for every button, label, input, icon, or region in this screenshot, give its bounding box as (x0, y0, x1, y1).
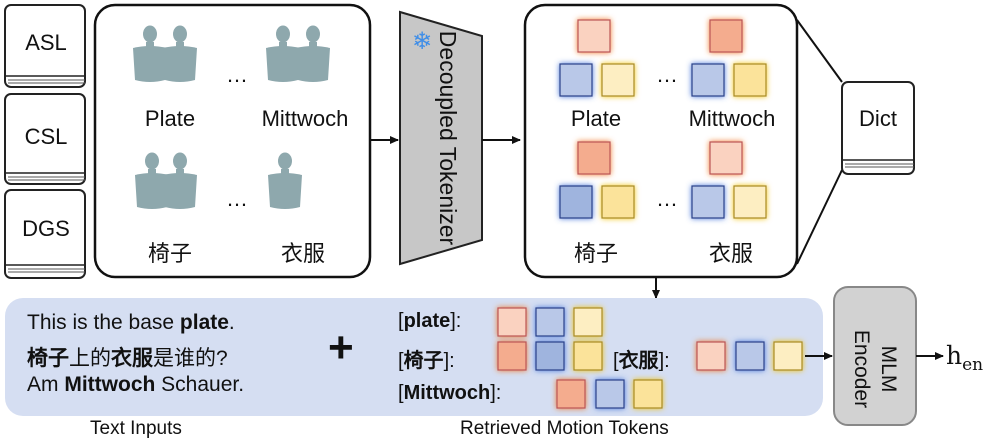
zoom-line-top (796, 19, 843, 83)
book-csl (4, 93, 86, 185)
tokenizer-block (399, 10, 483, 266)
token-cluster-mittwoch (691, 19, 767, 97)
token-word-plate: Plate (570, 106, 622, 131)
sign-word-clothes: 衣服 (280, 241, 325, 266)
retrieved-label-mittwoch: [Mittwoch]: (398, 382, 502, 404)
token-cluster-plate (559, 19, 635, 97)
token-word-mittwoch: Mittwoch (688, 106, 776, 131)
text-input-line-en: This is the base plate. (27, 311, 235, 334)
token-panel (523, 3, 799, 279)
text-inputs-caption: Text Inputs (90, 418, 182, 439)
sign-word-chair: 椅子 (147, 241, 192, 266)
retrieved-tokens-mittwoch (556, 379, 663, 409)
token-word-chair: 椅子 (573, 241, 618, 266)
book-label-csl: CSL (24, 124, 68, 149)
retrieved-caption: Retrieved Motion Tokens (460, 418, 669, 439)
token-cluster-chair (559, 141, 635, 219)
token-cluster-clothes (691, 141, 767, 219)
tokenizer-label: Decoupled Tokenizer (435, 30, 461, 246)
retrieved-label-clothes: [衣服]: (613, 350, 670, 372)
text-input-line-zh: 椅子上的衣服是谁的? (27, 347, 228, 370)
zoom-line-bottom (796, 169, 843, 265)
retrieved-tokens-plate (497, 307, 603, 337)
ellipsis-bottom: … (226, 186, 248, 211)
mlm-encoder-label: MLM Encoder (850, 329, 900, 409)
retrieved-tokens-chair (497, 341, 603, 371)
plus-sign: + (328, 323, 354, 372)
book-label-dgs: DGS (22, 216, 70, 241)
token-word-clothes: 衣服 (708, 241, 753, 266)
book-asl (4, 4, 86, 88)
dict-book (841, 81, 915, 175)
output-h-en: hen (946, 341, 984, 376)
retrieved-tokens-clothes (696, 341, 803, 371)
dict-label: Dict (859, 106, 897, 131)
token-ellipsis-bottom: … (656, 186, 678, 211)
snowflake-icon: ❄ (412, 28, 433, 55)
sign-word-mittwoch: Mittwoch (261, 106, 349, 131)
retrieved-label-chair: [椅子]: (398, 350, 455, 372)
sign-word-plate: Plate (144, 106, 196, 131)
retrieved-label-plate: [plate]: (398, 310, 462, 332)
ellipsis-top: … (226, 62, 248, 87)
book-dgs (4, 189, 86, 279)
token-ellipsis-top: … (656, 62, 678, 87)
text-input-line-de: Am Mittwoch Schauer. (27, 373, 245, 396)
book-label-asl: ASL (25, 30, 67, 55)
